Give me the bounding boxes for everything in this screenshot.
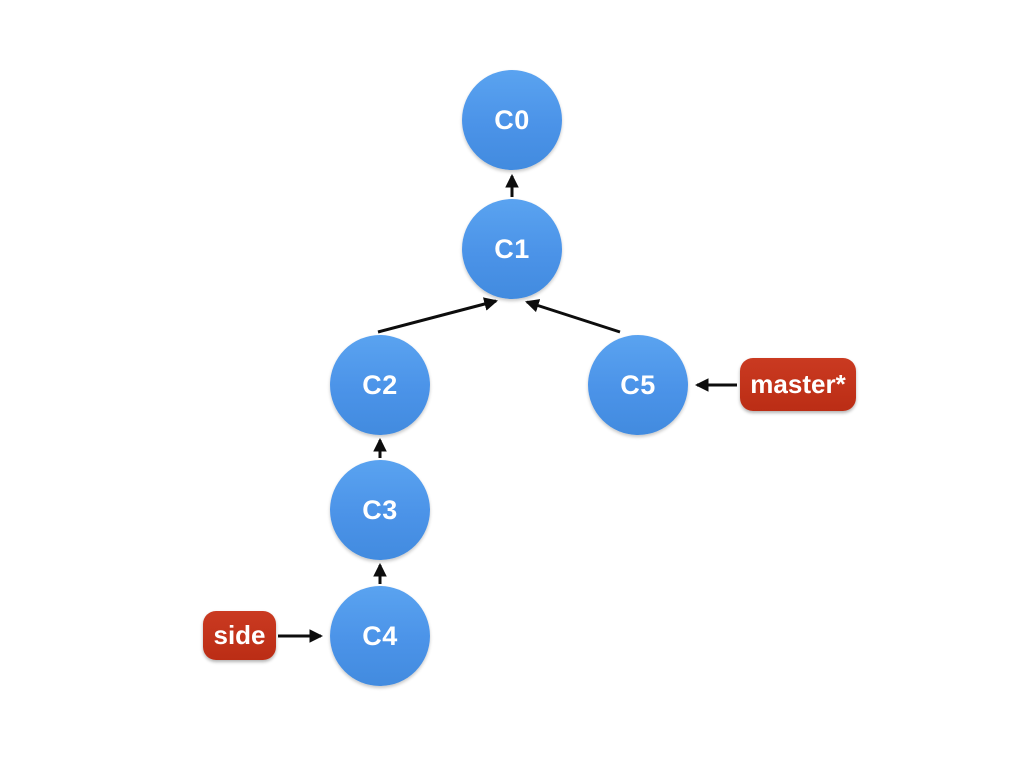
commit-node-c0: C0 [462, 70, 562, 170]
commit-label-c4: C4 [362, 620, 398, 651]
edge-c2-to-c1 [377, 297, 499, 334]
commit-node-c4: C4 [330, 586, 430, 686]
edge-c5-to-c1 [525, 299, 621, 334]
commit-label-c2: C2 [362, 369, 398, 400]
commit-node-c2: C2 [330, 335, 430, 435]
branch-label-master: master* [740, 358, 856, 411]
branch-label-master-text: master* [750, 369, 846, 399]
commit-label-c0: C0 [494, 104, 530, 135]
commit-label-c5: C5 [620, 369, 656, 400]
commit-label-c3: C3 [362, 494, 398, 525]
branch-label-side: side [203, 611, 276, 660]
branch-label-side-text: side [213, 620, 266, 650]
commit-node-c1: C1 [462, 199, 562, 299]
commit-label-c1: C1 [494, 233, 530, 264]
commit-node-c3: C3 [330, 460, 430, 560]
commit-node-c5: C5 [588, 335, 688, 435]
